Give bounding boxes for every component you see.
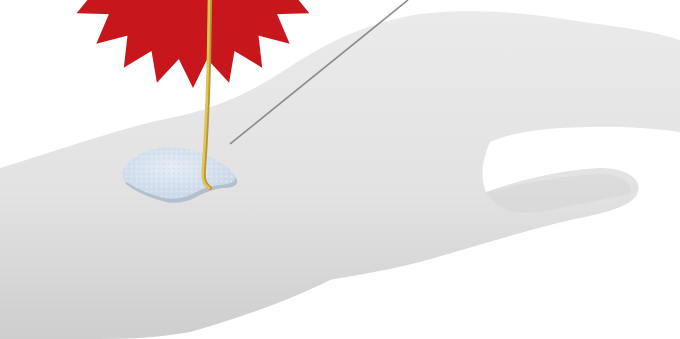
electrode-placement-illustration — [0, 0, 680, 339]
